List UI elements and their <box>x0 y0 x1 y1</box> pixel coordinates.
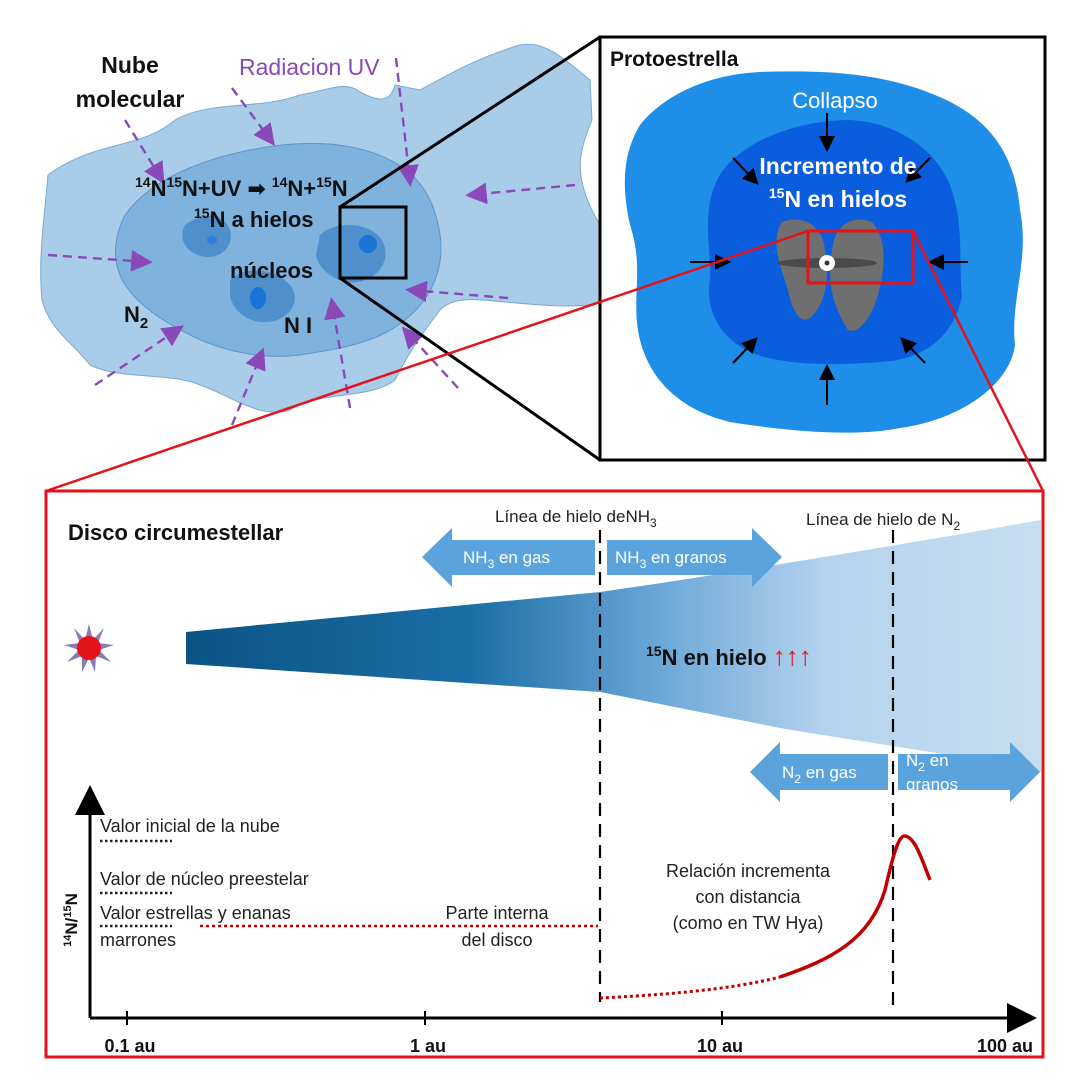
nh3-gas-arrow <box>422 528 595 587</box>
uv-arrow <box>47 250 153 272</box>
nh3-grains-arrow <box>607 528 782 587</box>
star-icon <box>64 624 114 672</box>
collapse-arrow <box>900 337 926 364</box>
protostar-title: Protoestrella <box>610 48 739 71</box>
n2-grains-label: N2 en <box>906 751 949 774</box>
ref-stars-label-line2: marrones <box>100 930 176 950</box>
collapse-arrow <box>732 337 758 364</box>
collapse-arrows <box>690 113 968 405</box>
increment-label-line2: 15N en hielos <box>769 185 907 212</box>
cloud-mid-region <box>115 142 442 357</box>
y-axis-label: 14N/15N <box>62 893 81 947</box>
collapse-label: Collapso <box>792 88 878 113</box>
ratio-curve-dotted <box>599 975 781 1000</box>
increment-label-line1: Incremento de <box>759 153 916 179</box>
uv-reaction-equation: 14N15N+UV➡14N+15N <box>135 174 348 201</box>
n2-snowline-label: Línea de hielo de N2 <box>806 510 960 533</box>
n2-gas-arrow <box>750 742 888 802</box>
uv-arrow <box>230 347 266 426</box>
uv-arrows <box>47 57 576 426</box>
increase-arrows: ↑↑↑ <box>773 641 812 671</box>
uv-arrow <box>123 119 165 185</box>
dense-core-3 <box>207 236 217 244</box>
uv-arrow <box>324 297 352 409</box>
ref-stars-label-line1: Valor estrellas y enanas <box>100 903 291 923</box>
n15-to-ices-label: 15N a hielos <box>194 205 314 232</box>
nh3-gas-label: NH3 en gas <box>463 548 550 571</box>
collapse-arrow <box>905 157 931 183</box>
protostar-lobe-left <box>776 219 827 320</box>
molecular-cloud <box>40 43 611 413</box>
n2-grains-label-line2: granos <box>906 775 958 794</box>
ratio-plot: 14N/15N 0.1 au 1 au 10 au 100 au Valor i… <box>62 785 1037 1056</box>
disk-title: Disco circumestellar <box>68 520 284 545</box>
uv-arrow <box>231 87 275 146</box>
ref-prestellar-label: Valor de núcleo preestelar <box>100 869 309 889</box>
nh3-grains-label: NH3 en granos <box>615 548 727 571</box>
uv-radiation-label: Radiacion UV <box>239 54 380 80</box>
n2-cloud-label: N2 <box>124 302 148 332</box>
red-zoom-line-left <box>45 229 809 493</box>
protostar-core-dot <box>824 260 830 266</box>
ref-initial-cloud-label: Valor inicial de la nube <box>100 816 280 836</box>
uv-arrow <box>94 325 184 386</box>
disk-wedge <box>186 520 1041 772</box>
uv-arrow <box>465 182 576 205</box>
zoom-line-top <box>339 35 601 209</box>
uv-arrow <box>405 280 509 303</box>
dense-core-2 <box>359 235 377 253</box>
relation-label-line1: Relación incrementa <box>666 861 831 881</box>
nh3-snowline-label: Línea de hielo deNH3 <box>495 507 657 530</box>
relation-label-line2: con distancia <box>695 887 801 907</box>
x-tick-label-0.1: 0.1 au <box>104 1036 155 1056</box>
n2-gas-label: N2 en gas <box>782 763 857 786</box>
zoom-line-bottom <box>339 276 601 462</box>
cores-label: núcleos <box>230 258 313 283</box>
cloud-title-line1: Nube <box>101 52 159 78</box>
red-zoom-line-right <box>911 230 1045 492</box>
cloud-zoom-box <box>338 205 408 280</box>
n15-ice-label: 15N en hielo↑↑↑ <box>646 641 812 671</box>
cloud-title-line2: molecular <box>76 86 185 112</box>
collapse-arrow <box>732 157 759 185</box>
uv-arrow <box>394 57 419 187</box>
atomic-n-label: N I <box>284 313 312 338</box>
inner-disk-label-line2: del disco <box>461 930 532 950</box>
dense-core-1 <box>250 287 266 309</box>
x-tick-label-100: 100 au <box>977 1036 1033 1056</box>
x-tick-label-1: 1 au <box>410 1036 446 1056</box>
protostar-zoom-box <box>806 229 915 285</box>
protostar-lobe-right <box>830 219 884 331</box>
x-tick-label-10: 10 au <box>697 1036 743 1056</box>
ratio-curve <box>779 834 932 979</box>
relation-label-line3: (como en TW Hya) <box>673 913 824 933</box>
n2-grains-arrow <box>898 742 1040 802</box>
uv-arrow <box>401 326 459 389</box>
cloud-inner-region-1 <box>182 215 231 258</box>
inner-disk-label-line1: Parte interna <box>445 903 549 923</box>
